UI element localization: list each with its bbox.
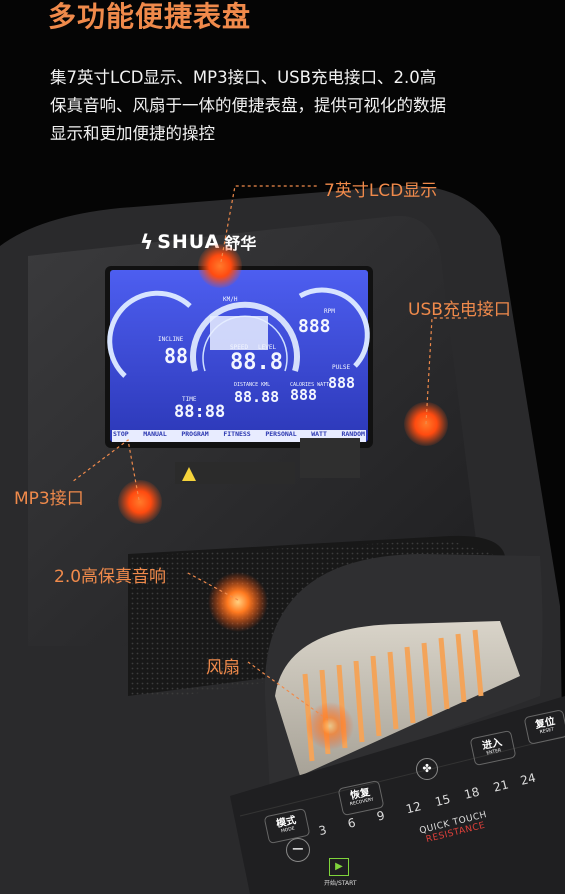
logo-mark-icon: ϟ: [140, 230, 154, 254]
pulse-label: PULSE: [332, 364, 351, 371]
rpm-value: 888: [298, 316, 331, 337]
mode-tab: WATT: [311, 430, 327, 438]
minus-button[interactable]: −: [286, 838, 310, 862]
mp3-leader: [71, 438, 140, 501]
warning-sticker: [175, 462, 295, 484]
mode-tab: MANUAL: [143, 430, 167, 438]
start-icon: ▶: [329, 858, 349, 876]
warning-icon: [182, 467, 196, 481]
start-button[interactable]: ▶ 开始/START: [324, 858, 357, 887]
dot-matrix: [210, 316, 268, 350]
level-label: LEVEL: [258, 344, 277, 351]
fan-button[interactable]: ✤: [416, 758, 438, 780]
lcd-leader: [220, 185, 318, 263]
incline-label: INCLINE: [158, 336, 184, 343]
calories-label: CALORIES WATT: [290, 382, 330, 388]
speaker-glow: [208, 572, 268, 632]
incline-value: 88: [164, 344, 189, 368]
usb-leader: [425, 317, 470, 425]
rpm-gauge: [298, 287, 370, 368]
lcd-callout-glow: [198, 244, 242, 288]
lcd-callout: 7英寸LCD显示: [324, 181, 438, 201]
logo-text: SHUA: [157, 231, 221, 253]
control-panel: [230, 696, 565, 894]
info-sticker: [300, 438, 360, 478]
description-line-1: 集7英寸LCD显示、MP3接口、USB充电接口、2.0高: [50, 68, 437, 87]
distance-value: 88.88: [234, 388, 280, 406]
calories-value: 888: [290, 386, 318, 404]
lcd-mode-tabs: STOP MANUAL PROGRAM FITNESS PERSONAL WAT…: [113, 430, 365, 438]
distance-label: DISTANCE KML: [234, 382, 271, 388]
lcd-screen: [110, 270, 368, 442]
mode-tab: STOP: [113, 430, 129, 438]
level-button[interactable]: 24: [518, 770, 538, 788]
usb-callout: USB充电接口: [408, 300, 511, 320]
level-button[interactable]: 12: [404, 799, 423, 817]
speaker-leader: [185, 571, 239, 601]
speed-label: SPEED: [230, 344, 249, 351]
mode-tab: RANDOM: [341, 430, 365, 438]
speed-value: 88.8: [230, 350, 283, 375]
fan-callout: 风扇: [206, 658, 240, 678]
level-button[interactable]: 9: [375, 808, 387, 824]
mode-tab: PERSONAL: [265, 430, 297, 438]
mode-tab: PROGRAM: [181, 430, 209, 438]
mp3-callout: MP3接口: [14, 489, 84, 509]
pulse-value: 888: [328, 374, 356, 392]
level-button[interactable]: 15: [433, 791, 452, 810]
level-button[interactable]: 6: [346, 815, 358, 831]
mp3-port[interactable]: [118, 480, 162, 524]
incline-gauge: [107, 290, 192, 378]
time-value: 88:88: [174, 402, 226, 422]
page-title: 多功能便捷表盘: [48, 0, 252, 33]
fan-leader: [247, 661, 329, 721]
kmh-label: KM/H: [223, 296, 238, 303]
mode-tab: FITNESS: [223, 430, 251, 438]
level-button[interactable]: 21: [491, 777, 511, 795]
fan-icon: ✤: [422, 762, 432, 775]
description-line-3: 显示和更加便捷的操控: [50, 124, 215, 143]
rpm-label: RPM: [324, 308, 335, 315]
console-illustration: [0, 185, 565, 894]
description-line-2: 保真音响、风扇于一体的便捷表盘，提供可视化的数据: [50, 96, 446, 115]
level-button[interactable]: 18: [462, 784, 481, 802]
minus-icon: −: [291, 839, 305, 858]
time-label: TIME: [182, 396, 197, 403]
start-label: 开始/START: [324, 880, 357, 887]
speaker-callout: 2.0高保真音响: [54, 567, 167, 587]
lcd-readouts: KM/H SPEED LEVEL 88.8 INCLINE 88 RPM 888…: [110, 270, 368, 442]
description: 集7英寸LCD显示、MP3接口、USB充电接口、2.0高 保真音响、风扇于一体的…: [50, 64, 520, 148]
